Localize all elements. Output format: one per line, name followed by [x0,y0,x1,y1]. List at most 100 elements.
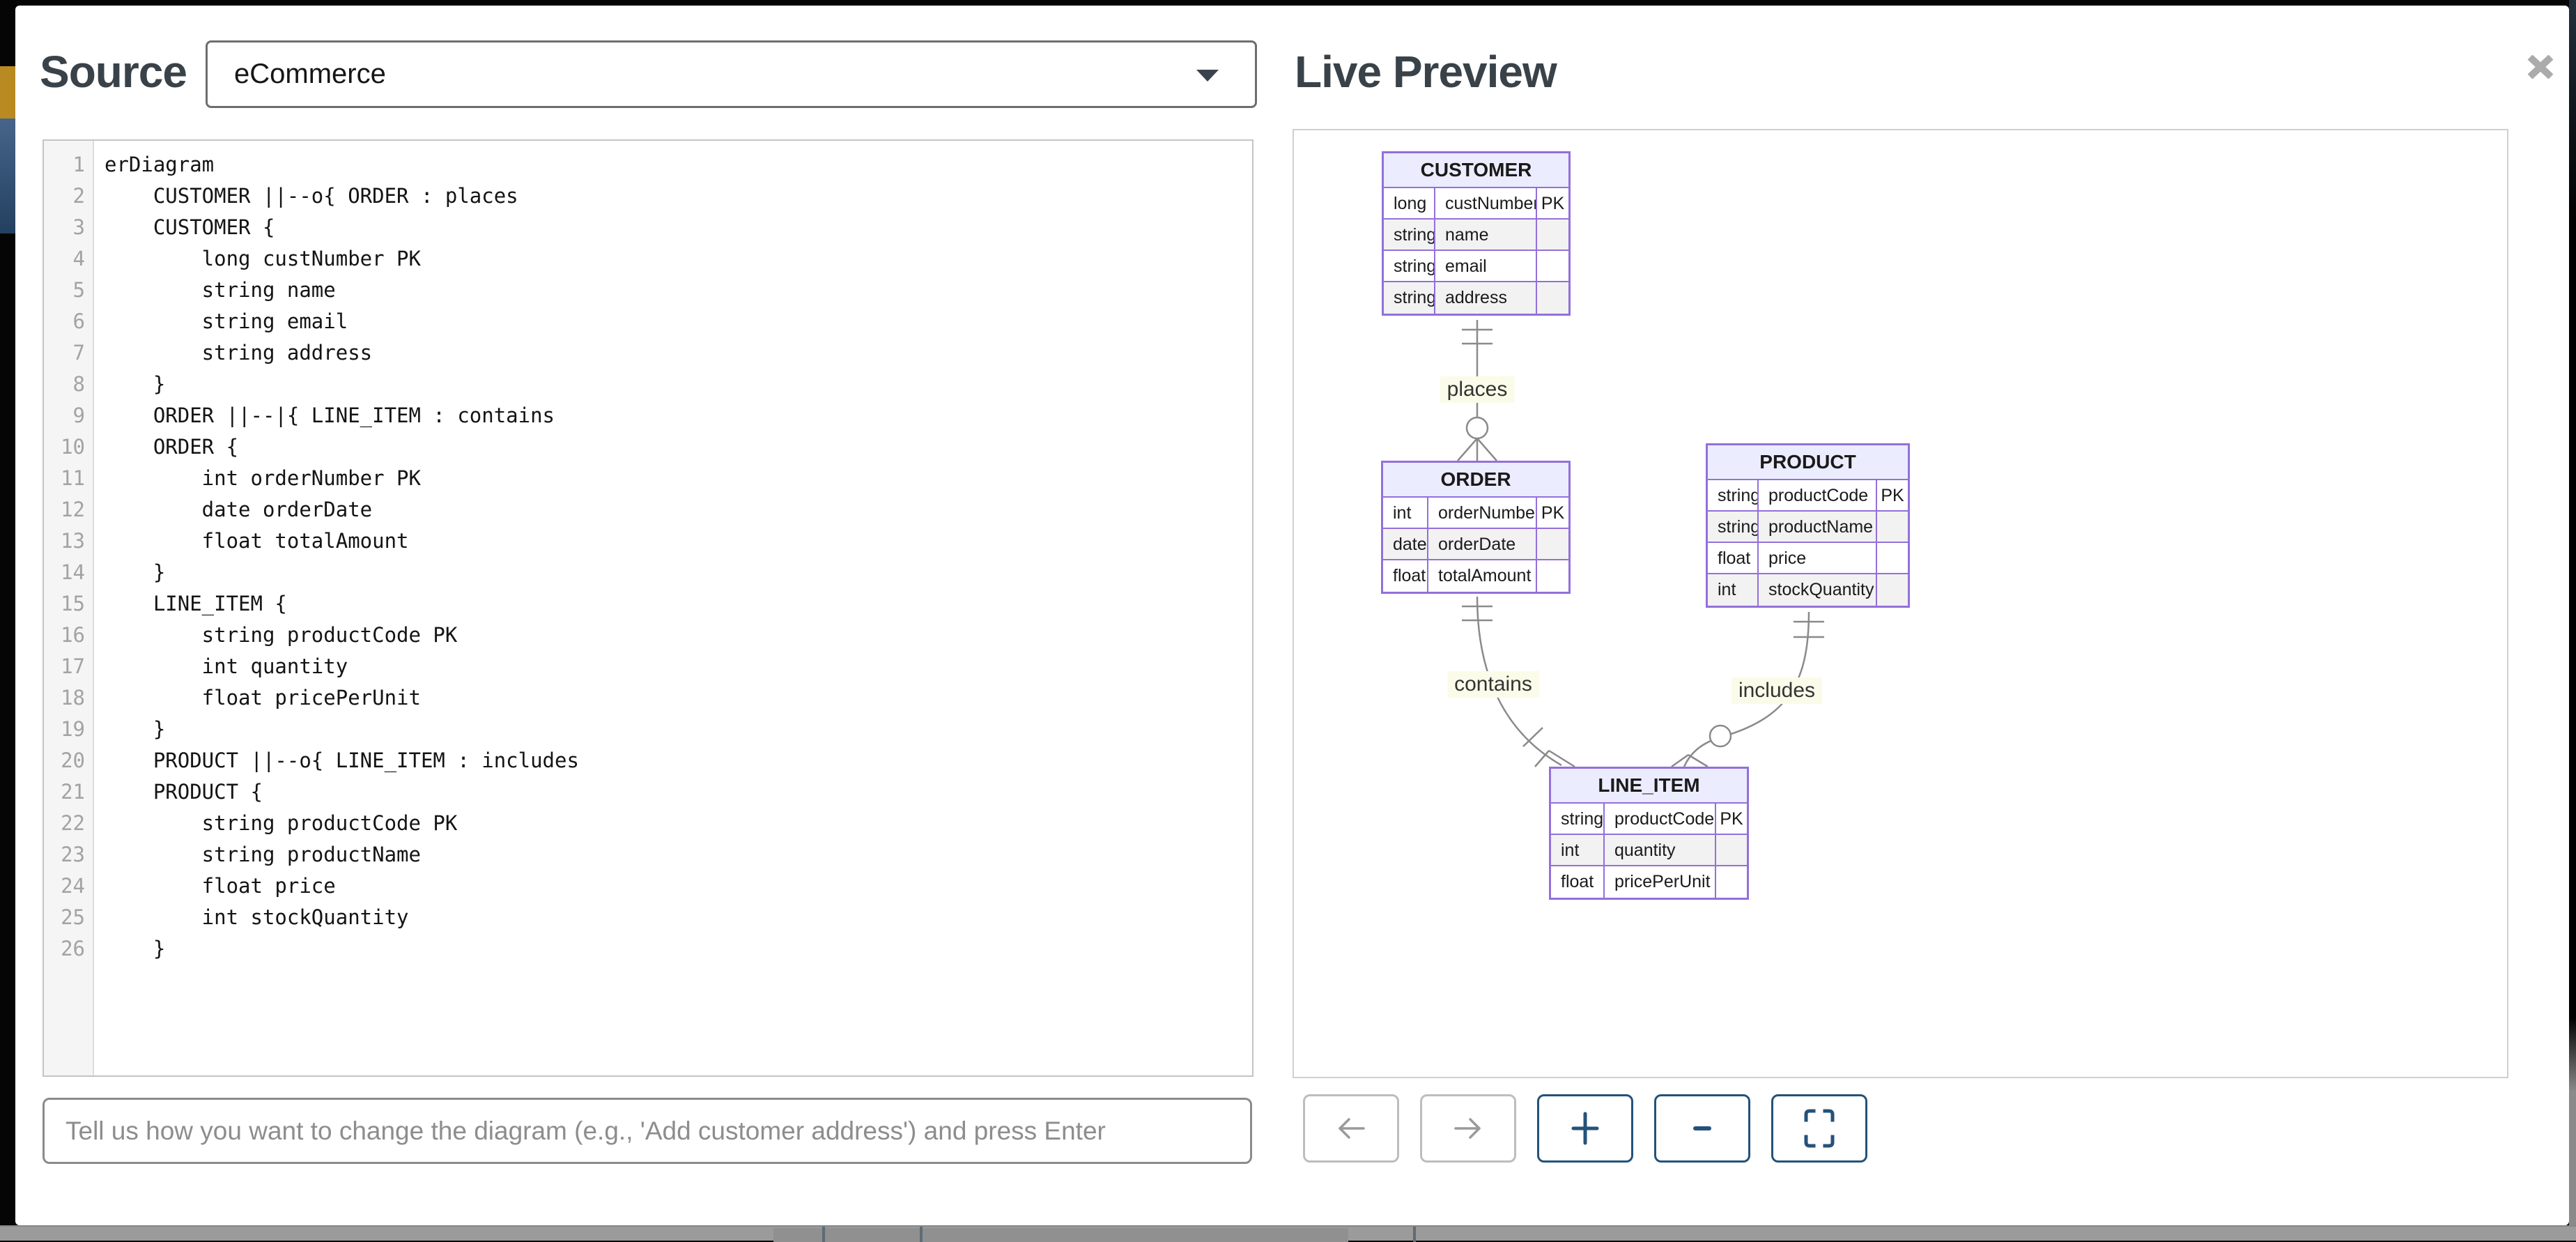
live-preview-title: Live Preview [1295,47,1557,97]
code-line: ORDER { [105,435,239,459]
relationship-label-includes: includes [1731,677,1823,704]
entity-title: CUSTOMER [1384,153,1568,188]
source-select[interactable]: eCommerce [206,40,1257,108]
code-line: CUSTOMER { [105,215,275,239]
code-line: PRODUCT ||--o{ LINE_ITEM : includes [105,749,579,772]
code-line: string productCode PK [105,811,458,835]
relationship-label-contains: contains [1447,671,1539,698]
background-artifact [2569,0,2576,1241]
code-line: erDiagram [105,153,215,176]
attribute-key [1716,835,1747,866]
diagram-change-input[interactable] [43,1098,1252,1164]
attribute-name: quantity [1605,835,1716,866]
relationship-label-places: places [1440,376,1515,403]
attribute-type: float [1708,543,1759,574]
attribute-name: custNumber [1435,188,1537,220]
code-line: float price [105,874,336,898]
attribute-type: long [1384,188,1435,220]
attribute-type: string [1384,282,1435,314]
line-number: 12 [61,498,85,521]
code-line: } [105,937,166,960]
code-line: LINE_ITEM { [105,592,287,615]
attribute-name: email [1435,251,1537,282]
attribute-type: string [1551,804,1605,835]
attribute-key [1716,866,1747,898]
attribute-name: productCode [1759,480,1877,512]
code-line: CUSTOMER ||--o{ ORDER : places [105,184,518,208]
code-line: string productName [105,843,421,866]
minus-icon [1693,1126,1711,1130]
attribute-type: string [1384,251,1435,282]
line-number: 13 [61,529,85,553]
attribute-key [1877,574,1908,606]
attribute-type: string [1708,480,1759,512]
line-number: 11 [61,466,85,490]
line-number: 14 [61,560,85,584]
code-line: int stockQuantity [105,905,409,929]
line-number: 10 [61,435,85,459]
background-artifact [0,66,15,118]
attribute-type: int [1708,574,1759,606]
redo-button[interactable] [1420,1094,1516,1163]
line-number: 24 [61,874,85,898]
attribute-type: int [1383,498,1428,529]
code-content: erDiagram CUSTOMER ||--o{ ORDER : places… [94,141,1252,1075]
line-number: 23 [61,843,85,866]
line-number: 4 [72,247,85,270]
line-number: 26 [61,937,85,960]
undo-button[interactable] [1303,1094,1399,1163]
zoom-in-button[interactable] [1537,1094,1633,1163]
entity-title: PRODUCT [1708,445,1908,480]
attribute-type: string [1384,220,1435,251]
code-line: int orderNumber PK [105,466,421,490]
close-button[interactable] [2515,42,2566,92]
attribute-key [1537,282,1568,314]
background-artifact [1413,1227,1416,1242]
zoom-out-button[interactable] [1654,1094,1750,1163]
code-line: } [105,560,166,584]
line-number: 5 [72,278,85,302]
attribute-name: name [1435,220,1537,251]
line-number: 8 [72,372,85,396]
code-line: ORDER ||--|{ LINE_ITEM : contains [105,404,555,427]
attribute-key [1537,529,1568,560]
background-artifact [822,1227,825,1242]
line-number: 7 [72,341,85,365]
line-number: 16 [61,623,85,647]
attribute-type: float [1383,560,1428,592]
line-number: 18 [61,686,85,710]
attribute-key [1877,543,1908,574]
background-artifact [0,118,15,233]
code-line: date orderDate [105,498,373,521]
fullscreen-button[interactable] [1771,1094,1867,1163]
line-number: 6 [72,309,85,333]
attribute-type: int [1551,835,1605,866]
line-number: 19 [61,717,85,741]
code-line: string name [105,278,336,302]
background-page-remnant [0,1225,2576,1242]
code-line: long custNumber PK [105,247,421,270]
line-number: 21 [61,780,85,804]
attribute-name: price [1759,543,1877,574]
attribute-key [1877,512,1908,543]
arrow-right-icon [1454,1118,1481,1139]
attribute-name: productCode [1605,804,1716,835]
code-line: PRODUCT { [105,780,263,804]
attribute-type: float [1551,866,1605,898]
attribute-type: string [1708,512,1759,543]
attribute-key [1537,251,1568,282]
attribute-type: date [1383,529,1428,560]
line-number: 20 [61,749,85,772]
code-line: float totalAmount [105,529,409,553]
line-number: 9 [72,404,85,427]
attribute-name: pricePerUnit [1605,866,1716,898]
line-number: 2 [72,184,85,208]
